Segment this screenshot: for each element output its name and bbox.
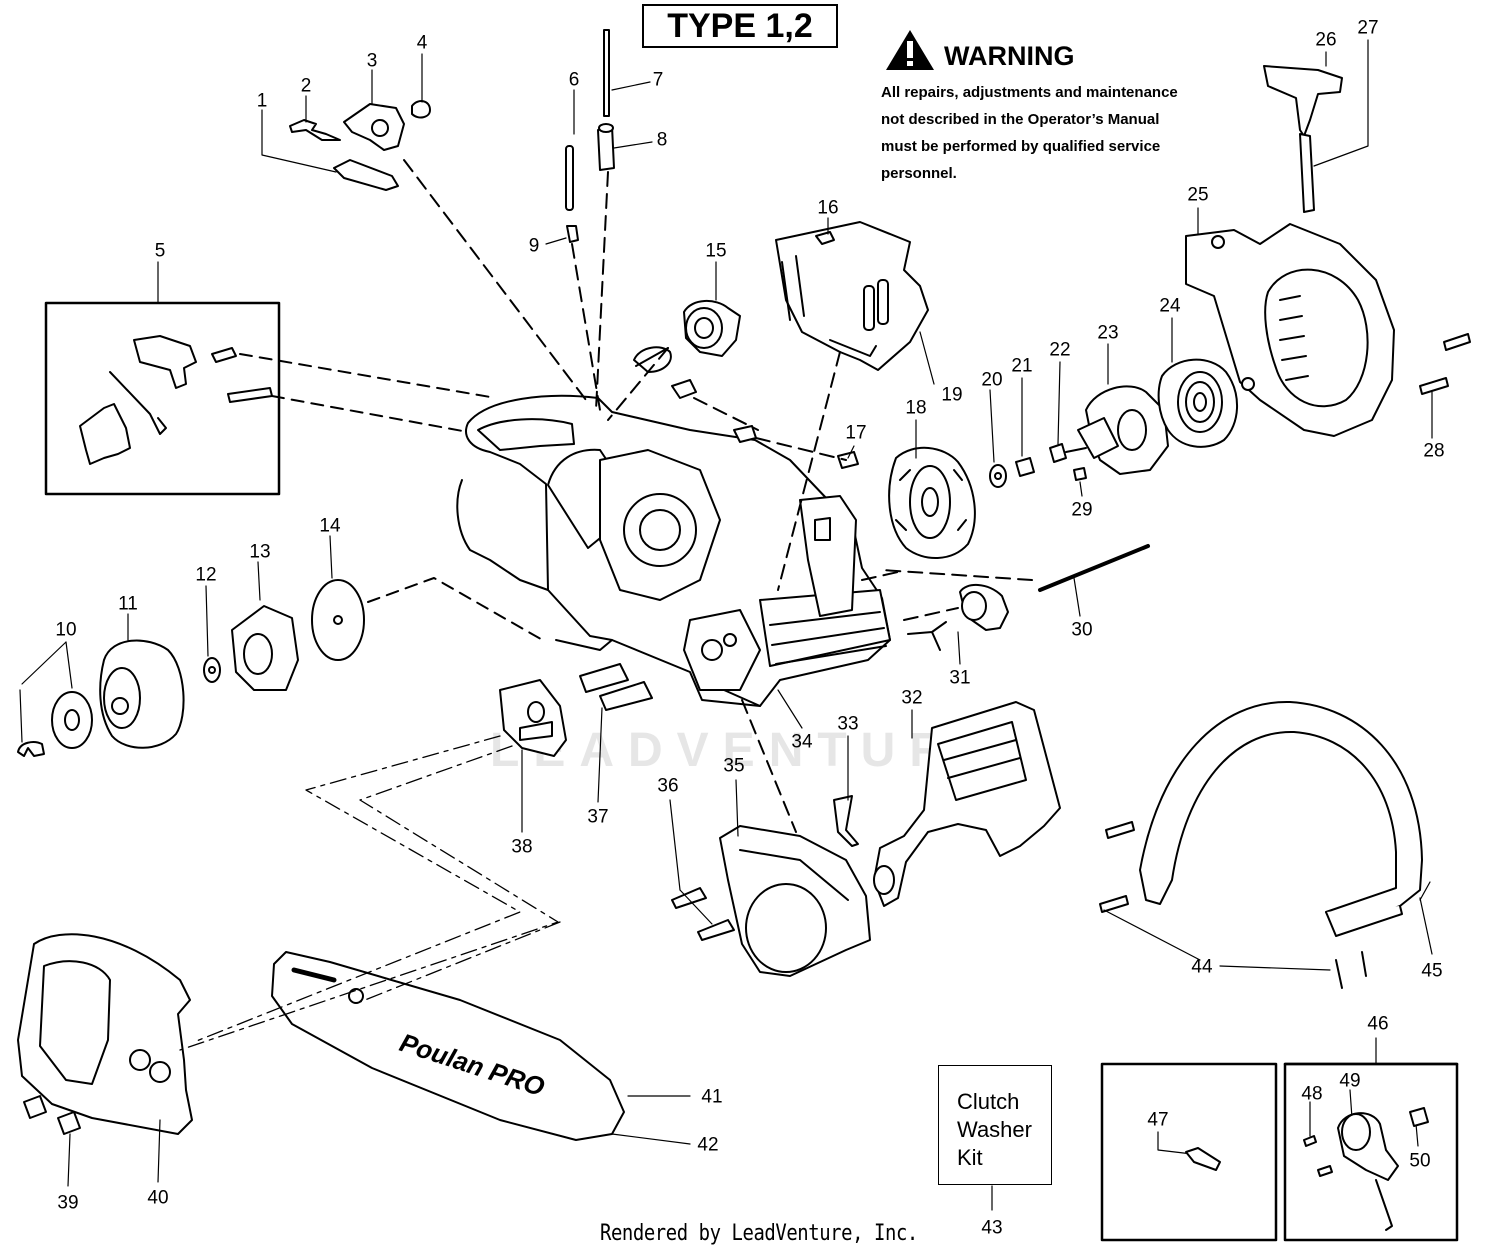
warning-text: All repairs, adjustments and maintenance… [881, 79, 1207, 187]
callout-48: 48 [1301, 1083, 1323, 1105]
callout-23: 23 [1097, 322, 1119, 344]
kit-line: Clutch [957, 1089, 1020, 1114]
part-35 [671, 825, 871, 977]
callout-8: 8 [656, 129, 668, 151]
part-26-27 [1263, 65, 1343, 213]
part-32-33 [833, 701, 1061, 907]
clutch-washer-kit-box: Clutch Washer Kit [938, 1065, 1052, 1185]
callout-21: 21 [1011, 355, 1033, 377]
parts-47-50 [1185, 1107, 1429, 1231]
part-24 [1157, 358, 1239, 448]
part-18 [888, 446, 976, 560]
part-23 [1077, 385, 1169, 475]
part-30 [1038, 544, 1150, 592]
callout-17: 17 [845, 422, 867, 444]
leaders-dashed [403, 159, 1033, 833]
part-19 [775, 221, 929, 371]
callout-30: 30 [1071, 619, 1093, 641]
callout-15: 15 [705, 240, 727, 262]
part-31 [907, 584, 1009, 651]
engine-housing [456, 394, 891, 707]
callout-34: 34 [791, 731, 813, 753]
watermark: LEADVENTURE [490, 724, 1005, 777]
callout-31: 31 [949, 667, 971, 689]
part-40 [17, 933, 193, 1135]
callout-45: 45 [1421, 960, 1443, 982]
callout-5: 5 [154, 240, 166, 262]
parts-5 [79, 335, 273, 465]
callout-38: 38 [511, 836, 533, 858]
callout-10: 10 [55, 619, 77, 641]
callout-39: 39 [57, 1192, 79, 1214]
callout-2: 2 [300, 75, 312, 97]
leader-5 [239, 353, 497, 433]
callout-47: 47 [1147, 1109, 1169, 1131]
callout-27: 27 [1357, 17, 1379, 39]
callout-26: 26 [1315, 29, 1337, 51]
leader-14 [367, 577, 547, 643]
callout-6: 6 [568, 69, 580, 91]
warning-line: not described in the Operator’s Manual [881, 111, 1160, 128]
callout-25: 25 [1187, 184, 1209, 206]
callout-33: 33 [837, 713, 859, 735]
callout-41: 41 [701, 1086, 723, 1108]
callout-24: 24 [1159, 295, 1181, 317]
parts-37-38 [499, 663, 653, 757]
callout-12: 12 [195, 564, 217, 586]
type-label: TYPE 1,2 [642, 4, 838, 48]
part-25 [1185, 223, 1395, 437]
callout-32: 32 [901, 687, 923, 709]
callout-42: 42 [697, 1134, 719, 1156]
warning-icon [886, 30, 934, 70]
callout-40: 40 [147, 1187, 169, 1209]
callout-1: 1 [256, 90, 268, 112]
callout-28: 28 [1423, 440, 1445, 462]
callout-18: 18 [905, 397, 927, 419]
part-41-42 [271, 951, 625, 1141]
callout-36: 36 [657, 775, 679, 797]
callout-20: 20 [981, 369, 1003, 391]
warning-line: personnel. [881, 165, 957, 182]
callout-46: 46 [1367, 1013, 1389, 1035]
callout-9: 9 [528, 235, 540, 257]
kit-line: Kit [957, 1145, 983, 1170]
callout-50: 50 [1409, 1150, 1431, 1172]
callout-49: 49 [1339, 1070, 1361, 1092]
callout-11: 11 [118, 593, 138, 615]
parts-20-22 [989, 443, 1087, 488]
callout-35: 35 [723, 755, 745, 777]
part-15 [633, 300, 741, 373]
callout-4: 4 [416, 32, 428, 54]
kit-line: Washer [957, 1117, 1032, 1142]
part-45 [1099, 700, 1423, 989]
footer-credit: Rendered by LeadVenture, Inc. [600, 1221, 918, 1246]
warning-line: must be performed by qualified service [881, 138, 1161, 155]
parts-top-left [289, 29, 615, 243]
callout-7: 7 [652, 69, 664, 91]
callout-43: 43 [981, 1217, 1003, 1239]
callout-29: 29 [1071, 499, 1093, 521]
clutch-stack [17, 579, 365, 757]
callout-22: 22 [1049, 339, 1071, 361]
callout-19: 19 [941, 384, 963, 406]
callout-16: 16 [817, 197, 839, 219]
leaders-dashdot [179, 735, 561, 1051]
callout-37: 37 [587, 806, 609, 828]
callout-3: 3 [366, 50, 378, 72]
screws-28 [1419, 333, 1471, 395]
warning-line: All repairs, adjustments and maintenance [881, 84, 1178, 101]
warning-title: WARNING [944, 41, 1075, 71]
callout-13: 13 [249, 541, 271, 563]
callout-14: 14 [319, 515, 341, 537]
callout-leaders [19, 39, 1433, 1211]
inset-frame-5 [44, 301, 281, 496]
callout-44: 44 [1191, 956, 1213, 978]
inset-frame-47 [1100, 1062, 1278, 1242]
